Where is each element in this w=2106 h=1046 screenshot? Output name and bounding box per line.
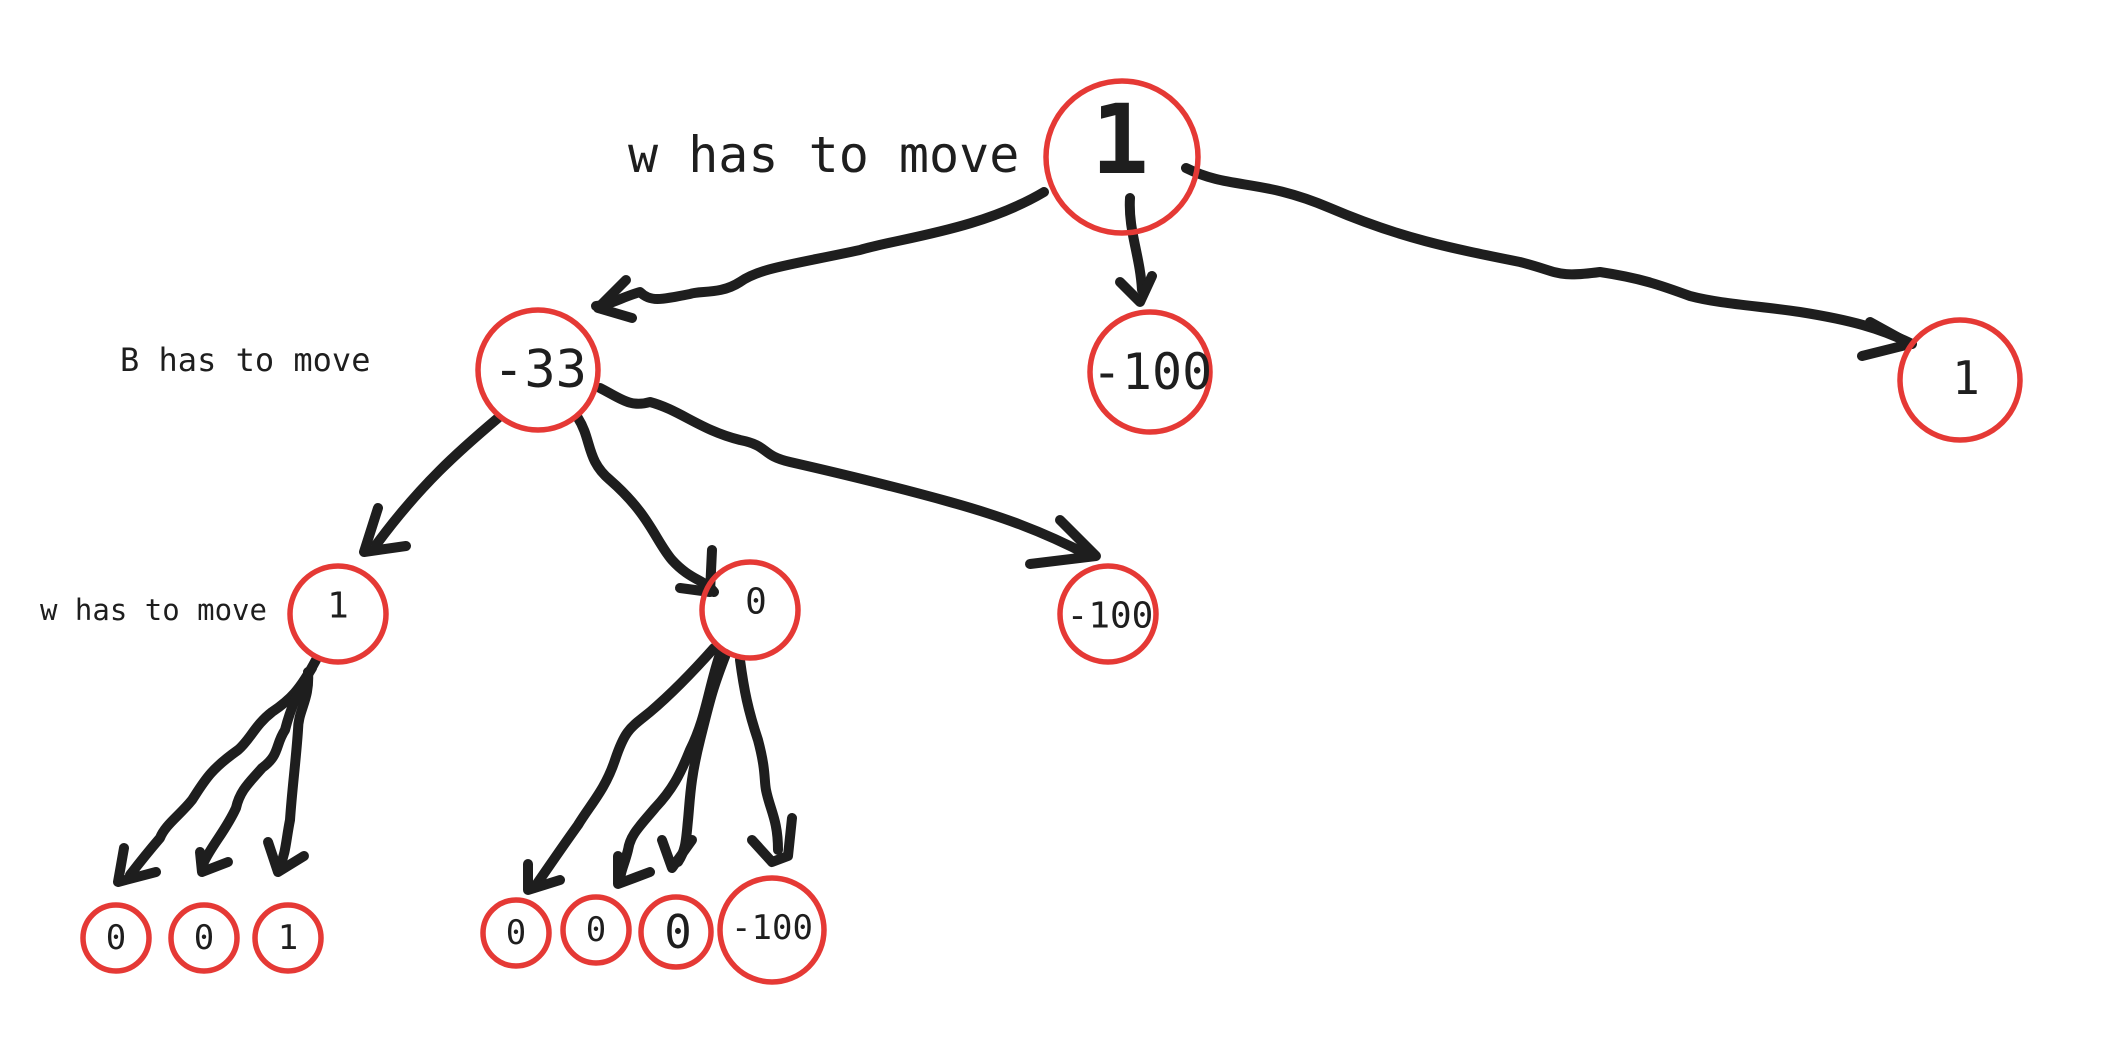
edge-w-left-to-leaf1 bbox=[125, 655, 321, 880]
node-b-main: -33 bbox=[475, 307, 601, 433]
node-leaf-3-value: 1 bbox=[278, 918, 298, 958]
node-leaf-4-value: 0 bbox=[506, 913, 526, 953]
edge-root-to-b-right bbox=[1181, 163, 1917, 349]
arrowhead-leaf4 bbox=[523, 859, 565, 895]
edge-b-main-to-w-left bbox=[371, 413, 503, 550]
node-leaf-3: 1 bbox=[252, 902, 324, 974]
arrowhead-b-main-to-w-right bbox=[1025, 515, 1101, 569]
arrowhead-root-to-b-right bbox=[1857, 317, 1915, 361]
arrowhead-leaf2 bbox=[195, 847, 233, 877]
node-w-left: 1 bbox=[287, 563, 389, 665]
node-leaf-4: 0 bbox=[480, 897, 552, 969]
node-leaf-2: 0 bbox=[168, 902, 240, 974]
arrowhead-leaf3 bbox=[263, 837, 309, 877]
arrowhead-leaf6 bbox=[657, 835, 697, 873]
node-w-mid: 0 bbox=[699, 559, 801, 661]
node-leaf-5-value: 0 bbox=[586, 910, 606, 950]
arrowhead-leaf1 bbox=[113, 843, 161, 887]
arrowhead-b-main-to-w-mid bbox=[675, 545, 717, 597]
arrowhead-b-main-to-w-left bbox=[359, 503, 411, 557]
node-b-mid-value: -100 bbox=[1092, 343, 1212, 401]
arrowhead-root-to-b-mid bbox=[1115, 271, 1157, 307]
node-leaf-6: 0 bbox=[638, 894, 714, 970]
edge-root-to-b-main bbox=[591, 187, 1049, 311]
arrowhead-leaf5 bbox=[613, 851, 655, 889]
node-w-right: -100 bbox=[1057, 563, 1159, 665]
node-root-value: 1 bbox=[1091, 84, 1149, 196]
node-leaf-1-value: 0 bbox=[106, 918, 126, 958]
node-leaf-1: 0 bbox=[80, 902, 152, 974]
node-leaf-7-value: -100 bbox=[731, 908, 813, 948]
label-level2-move: w has to move bbox=[40, 593, 267, 627]
node-leaf-7: -100 bbox=[717, 875, 827, 985]
node-b-mid: -100 bbox=[1087, 309, 1213, 435]
node-w-mid-value: 0 bbox=[745, 582, 767, 623]
node-leaf-6-value: 0 bbox=[664, 905, 692, 959]
arrowhead-leaf7 bbox=[747, 813, 797, 867]
node-b-right-value: 1 bbox=[1952, 351, 1980, 405]
node-leaf-2-value: 0 bbox=[194, 918, 214, 958]
node-w-left-value: 1 bbox=[327, 586, 349, 627]
nodes: 1 -33 -100 1 1 0 -100 0 bbox=[80, 78, 2023, 985]
edges bbox=[113, 163, 1917, 895]
node-w-right-value: -100 bbox=[1067, 596, 1154, 637]
arrowhead-root-to-b-main bbox=[593, 275, 637, 323]
label-root-move: w has to move bbox=[628, 126, 1019, 184]
edge-w-left-to-leaf2 bbox=[199, 663, 317, 867]
edge-root-to-b-mid bbox=[1124, 193, 1147, 295]
node-b-right: 1 bbox=[1897, 317, 2023, 443]
edge-w-left-to-leaf3 bbox=[275, 667, 314, 871]
node-root: 1 bbox=[1043, 78, 1201, 236]
edge-w-mid-to-leaf4 bbox=[529, 643, 719, 893]
node-b-main-value: -33 bbox=[493, 340, 587, 400]
label-level1-move: B has to move bbox=[120, 341, 370, 379]
edge-w-mid-to-leaf7 bbox=[735, 655, 783, 855]
edge-b-main-to-w-mid bbox=[573, 413, 719, 597]
move-labels: w has to move B has to move w has to mov… bbox=[40, 126, 1019, 627]
edge-b-main-to-w-right bbox=[595, 383, 1095, 561]
node-leaf-5: 0 bbox=[560, 894, 632, 966]
